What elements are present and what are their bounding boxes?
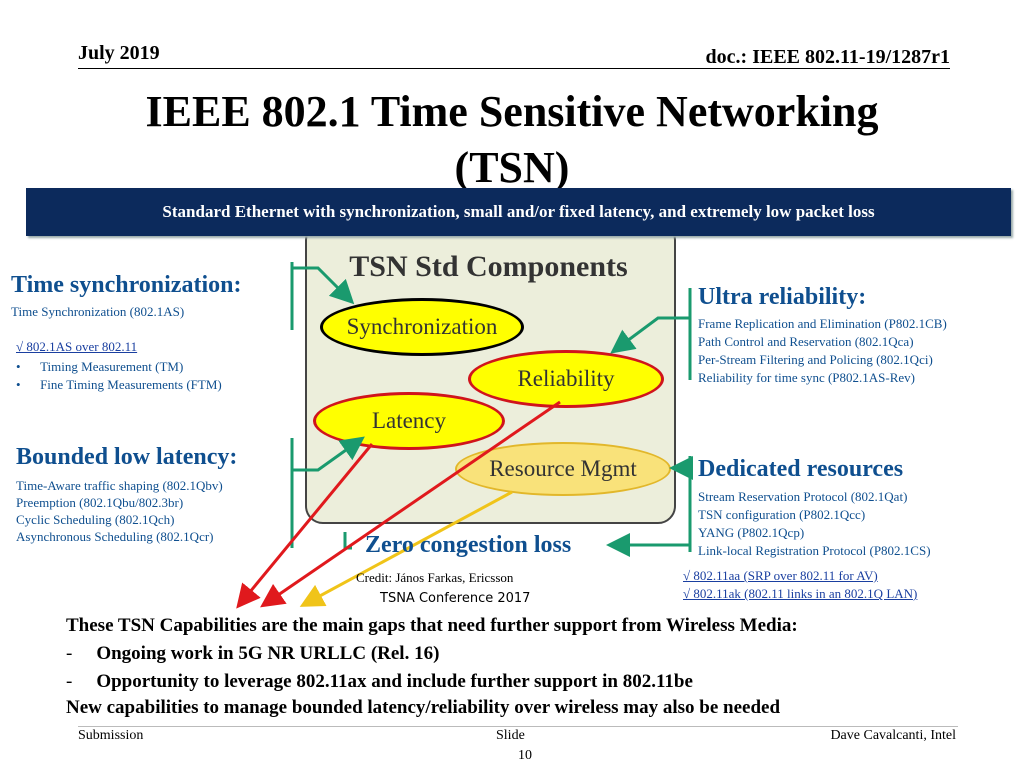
bounded-item: Preemption (802.1Qbu/802.3br) xyxy=(16,495,184,510)
link-80211ak[interactable]: √ 802.11ak (802.11 links in an 802.1Q LA… xyxy=(683,586,918,601)
bounded-item: Cyclic Scheduling (802.1Qch) xyxy=(16,512,175,527)
time-sync-bullet: • Timing Measurement (TM) xyxy=(16,359,184,374)
ultra-item: Per-Stream Filtering and Policing (802.1… xyxy=(698,352,933,367)
dedicated-item: Link-local Registration Protocol (P802.1… xyxy=(698,543,931,558)
bottom-line1: These TSN Capabilities are the main gaps… xyxy=(66,615,798,636)
zero-congestion-label: Zero congestion loss xyxy=(365,532,572,558)
time-sync-standard: Time Synchronization (802.1AS) xyxy=(11,304,185,319)
dedicated-item: YANG (P802.1Qcp) xyxy=(698,525,805,540)
footer-page-number: 10 xyxy=(518,748,532,763)
credit-text: Credit: János Farkas, Ericsson xyxy=(356,570,514,585)
bottom-line2-row: - Ongoing work in 5G NR URLLC (Rel. 16) xyxy=(66,640,439,668)
link-80211aa[interactable]: √ 802.11aa (SRP over 802.11 for AV) xyxy=(683,568,878,583)
time-sync-link[interactable]: √ 802.1AS over 802.11 xyxy=(16,339,138,354)
dedicated-item: Stream Reservation Protocol (802.1Qat) xyxy=(698,489,908,504)
time-sync-bullet: • Fine Timing Measurements (FTM) xyxy=(16,377,222,392)
footer-author: Dave Cavalcanti, Intel xyxy=(830,728,956,743)
time-sync-heading: Time synchronization: xyxy=(11,272,242,298)
slide-title-line2: (TSN) xyxy=(454,143,570,192)
bottom-line2: Ongoing work in 5G NR URLLC (Rel. 16) xyxy=(96,643,440,664)
footer-slide-label: Slide xyxy=(496,728,525,743)
resource-mgmt-ellipse: Resource Mgmt xyxy=(455,442,671,496)
dash-marker: - xyxy=(66,643,73,664)
bottom-line3: Opportunity to leverage 802.11ax and inc… xyxy=(96,671,693,692)
bottom-line4: New capabilities to manage bounded laten… xyxy=(66,697,781,718)
bottom-line3-row: - Opportunity to leverage 802.11ax and in… xyxy=(66,668,693,696)
header-doc-id: doc.: IEEE 802.11-19/1287r1 xyxy=(705,46,950,68)
header-rule xyxy=(78,68,950,69)
dedicated-resources-heading: Dedicated resources xyxy=(698,456,904,482)
footer-submission: Submission xyxy=(78,728,144,743)
panel-title: TSN Std Components xyxy=(349,250,628,283)
bounded-item: Time-Aware traffic shaping (802.1Qbv) xyxy=(16,478,223,493)
bounded-item: Asynchronous Scheduling (802.1Qcr) xyxy=(16,529,214,544)
dash-marker: - xyxy=(66,671,73,692)
summary-banner: Standard Ethernet with synchronization, … xyxy=(26,188,1011,236)
slide-title-line1: IEEE 802.1 Time Sensitive Networking xyxy=(145,87,879,136)
bullet-ftm: Fine Timing Measurements (FTM) xyxy=(40,377,222,392)
ultra-item: Frame Replication and Elimination (P802.… xyxy=(698,316,947,331)
bounded-latency-heading: Bounded low latency: xyxy=(16,444,238,470)
ultra-item: Path Control and Reservation (802.1Qca) xyxy=(698,334,914,349)
conference-text: TSNA Conference 2017 xyxy=(380,591,531,606)
footer-rule xyxy=(78,726,958,727)
dedicated-item: TSN configuration (P802.1Qcc) xyxy=(698,507,866,522)
ultra-item: Reliability for time sync (P802.1AS-Rev) xyxy=(698,370,916,385)
bullet-tm: Timing Measurement (TM) xyxy=(40,359,184,374)
ultra-reliability-heading: Ultra reliability: xyxy=(698,284,867,310)
header-date: July 2019 xyxy=(78,42,160,64)
